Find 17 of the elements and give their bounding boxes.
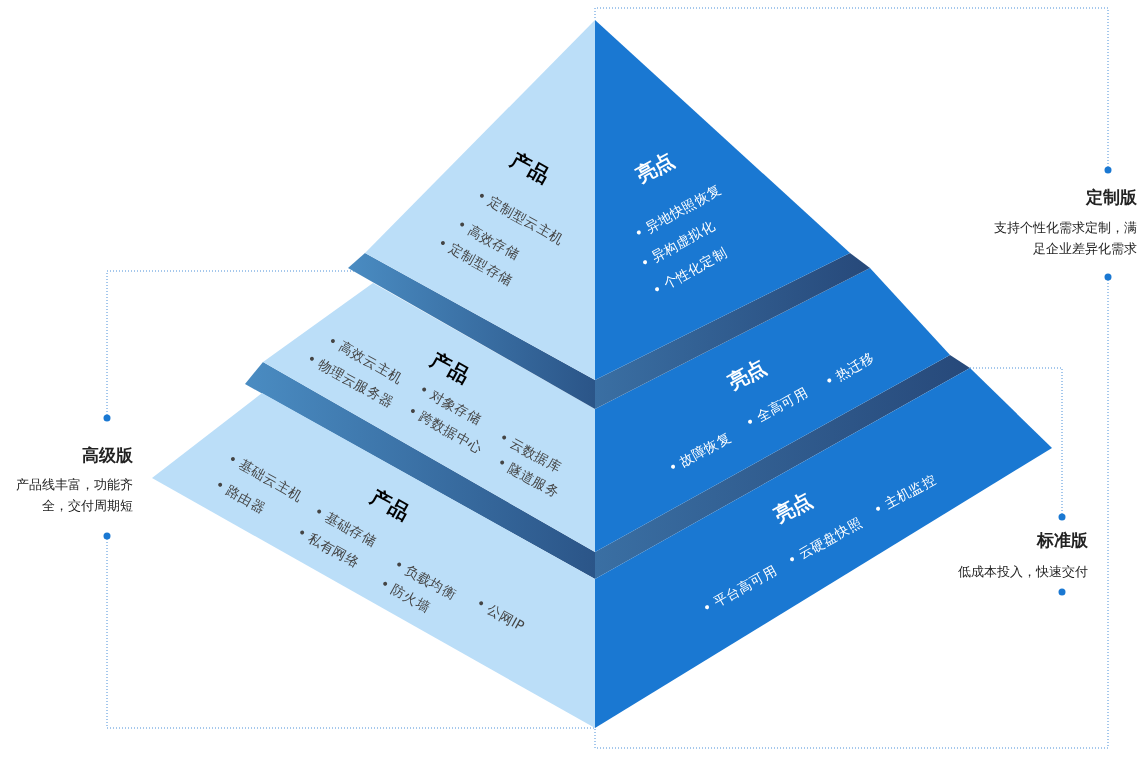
edition-description: 支持个性化需求定制，满足企业差异化需求	[993, 219, 1137, 258]
face-heading: 亮点	[630, 146, 680, 190]
bullet-item: • 公网IP	[472, 594, 528, 636]
bullet-item: • 平台高可用	[699, 562, 781, 618]
face-heading: 产品	[426, 346, 475, 390]
bullet-item: • 故障恢复	[665, 428, 735, 478]
edition-description: 产品线丰富，功能齐全，交付周期短	[15, 476, 133, 515]
edition-title: 高级版	[82, 444, 133, 467]
edition-title: 标准版	[1037, 529, 1088, 552]
bullet-item: • 主机监控	[870, 470, 940, 520]
edition-title: 定制版	[1086, 186, 1137, 209]
face-heading: 亮点	[768, 486, 818, 530]
face-heading: 亮点	[722, 353, 772, 397]
edition-description: 低成本投入，快速交付	[958, 563, 1088, 581]
bullet-item: • 热迁移	[821, 348, 879, 392]
face-heading: 产品	[365, 483, 415, 527]
face-heading: 产品	[505, 146, 555, 190]
